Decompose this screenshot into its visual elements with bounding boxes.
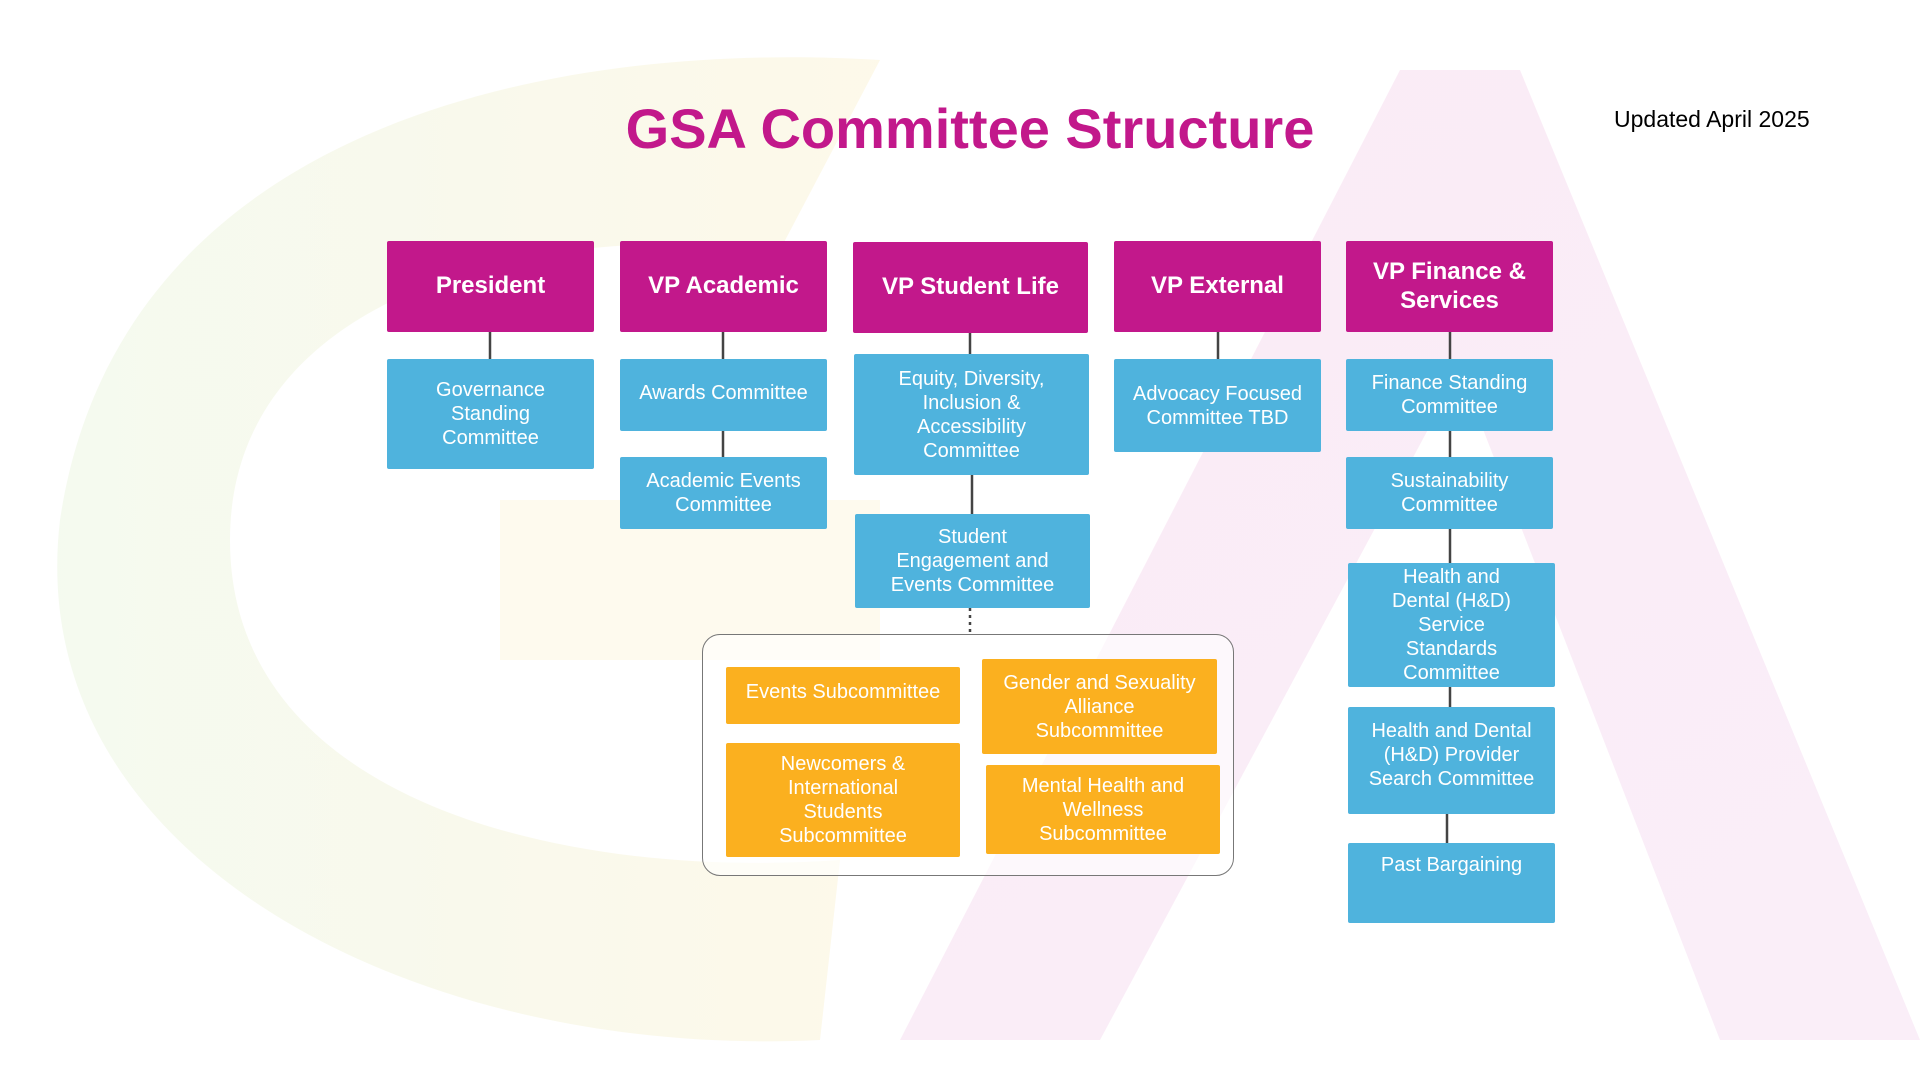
exec-vp-academic: VP Academic [620,241,827,332]
committee-student-engagement-events: Student Engagement and Events Committee [855,514,1090,608]
subcommittee-events: Events Subcommittee [726,667,960,724]
committee-hd-service-standards: Health and Dental (H&D) Service Standard… [1348,563,1555,687]
committee-past-bargaining: Past Bargaining [1348,843,1555,923]
subcommittee-mental-health-wellness: Mental Health and Wellness Subcommittee [986,765,1220,854]
committee-awards: Awards Committee [620,359,827,431]
subcommittee-gender-sexuality-alliance: Gender and Sexuality Alliance Subcommitt… [982,659,1217,754]
committee-governance-standing: Governance Standing Committee [387,359,594,469]
page-title: GSA Committee Structure [625,97,1315,160]
committee-academic-events: Academic Events Committee [620,457,827,529]
subcommittee-newcomers-international: Newcomers & International Students Subco… [726,743,960,857]
committee-hd-provider-search: Health and Dental (H&D) Provider Search … [1348,707,1555,814]
committee-sustainability: Sustainability Committee [1346,457,1553,529]
committee-edia: Equity, Diversity, Inclusion & Accessibi… [854,354,1089,475]
committee-finance-standing: Finance Standing Committee [1346,359,1553,431]
exec-president: President [387,241,594,332]
exec-vp-student-life: VP Student Life [853,242,1088,333]
exec-vp-finance-services: VP Finance & Services [1346,241,1553,332]
updated-date: Updated April 2025 [1614,106,1810,132]
committee-advocacy-focused: Advocacy Focused Committee TBD [1114,359,1321,452]
exec-vp-external: VP External [1114,241,1321,332]
